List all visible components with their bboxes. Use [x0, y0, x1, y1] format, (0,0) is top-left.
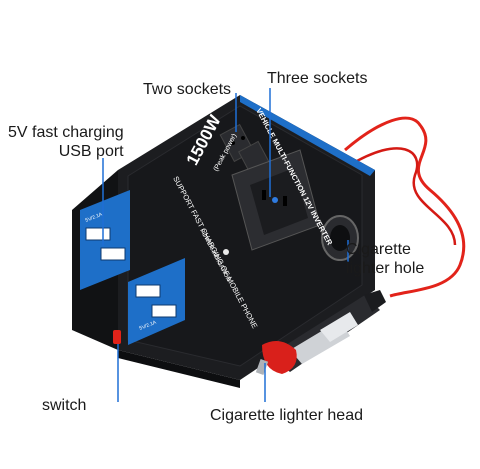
label-two-sockets: Two sockets [143, 81, 232, 98]
usb-panel-bottom [128, 258, 185, 345]
lighter-hole[interactable] [321, 215, 359, 261]
usb-port-2[interactable] [100, 247, 126, 261]
three-socket[interactable] [231, 149, 321, 251]
label-hole-line1: Cigarette [346, 241, 411, 258]
power-indicator-light [223, 249, 229, 255]
label-hole-line2: lighter hole [346, 260, 425, 277]
label-usb-line1: 5V fast charging [8, 124, 124, 141]
two-socket-hole-1 [231, 141, 235, 145]
label-usb-port: 5V fast charging USB port [8, 123, 124, 161]
usb-port-1[interactable] [85, 227, 111, 241]
usb-port-3[interactable] [135, 284, 161, 298]
inverter-base [118, 350, 240, 388]
switch-button[interactable] [113, 330, 121, 344]
label-switch: switch [42, 397, 87, 414]
label-lighter-hole: Cigarette lighter hole [346, 240, 424, 278]
label-usb-line2: USB port [58, 143, 124, 160]
lighter-plug[interactable] [255, 290, 386, 375]
two-socket-hole-2 [241, 136, 245, 140]
usb-port-4[interactable] [151, 304, 177, 318]
red-cable [344, 116, 466, 298]
red-cable-loop [349, 147, 457, 246]
label-lighter-head: Cigarette lighter head [210, 407, 363, 424]
label-three-sockets: Three sockets [267, 70, 368, 87]
blue-stripe [240, 95, 375, 176]
usb-panel-top [80, 190, 130, 290]
